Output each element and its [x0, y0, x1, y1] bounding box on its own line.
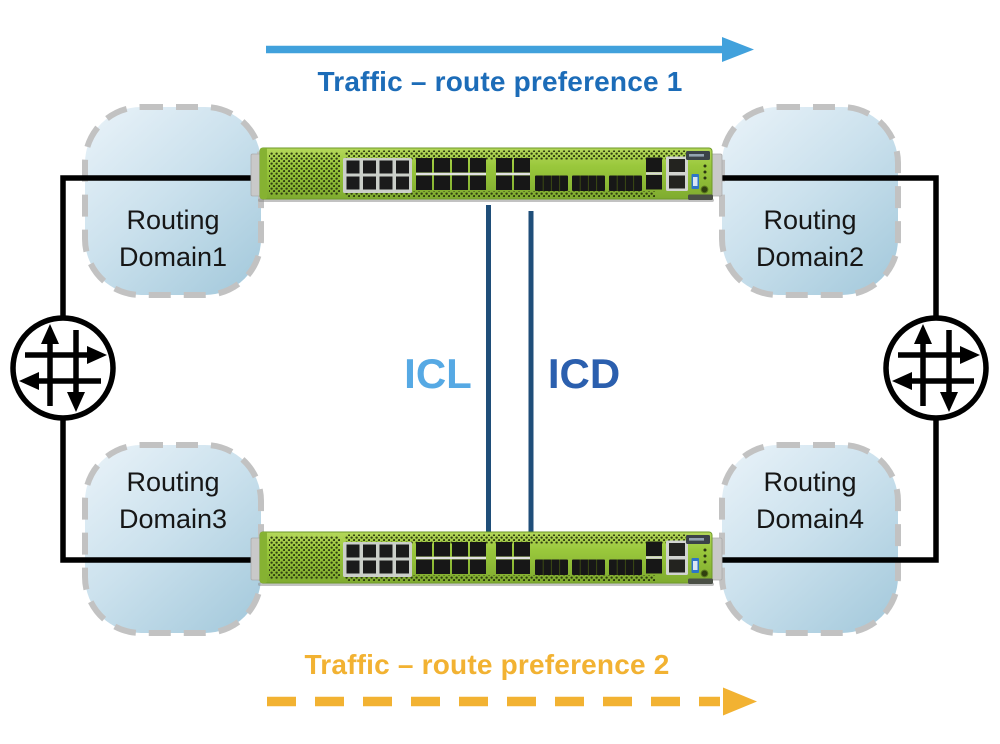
routing-domain-2-label: Routing Domain2 [722, 202, 898, 276]
switch-image-bottom [250, 531, 723, 587]
routing-domain-4-label: Routing Domain4 [722, 464, 898, 538]
routing-domain-2-shape [719, 104, 901, 298]
traffic-route-preference-2-label: Traffic – route preference 2 [304, 649, 670, 680]
router-icon-left [13, 318, 113, 418]
router-icon-right [886, 318, 986, 418]
domain-3-line2: Domain3 [118, 504, 228, 534]
switch-image-top [250, 147, 723, 203]
domain-3-line1: Routing [126, 467, 220, 497]
domain-2-line1: Routing [763, 205, 857, 235]
domain-1-line1: Routing [126, 205, 220, 235]
routing-domain-1-label: Routing Domain1 [85, 202, 261, 276]
domain-1-line2: Domain1 [118, 242, 228, 272]
domain-2-line2: Domain2 [755, 242, 865, 272]
icl-label: ICL [404, 350, 472, 397]
traffic-arrow-top [266, 37, 754, 62]
traffic-route-preference-1-label: Traffic – route preference 1 [317, 66, 683, 97]
icd-label: ICD [547, 350, 621, 397]
domain-4-line2: Domain4 [755, 504, 865, 534]
routing-domain-3-label: Routing Domain3 [85, 464, 261, 538]
domain-4-line1: Routing [763, 467, 857, 497]
traffic-arrow-bottom [267, 687, 757, 716]
